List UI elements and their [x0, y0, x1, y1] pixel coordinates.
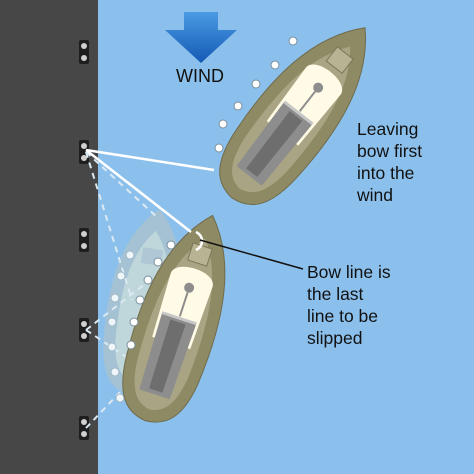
bow-lines: [85, 148, 215, 233]
cleat: [79, 228, 89, 252]
bow-line-note-line: slipped: [307, 328, 363, 348]
wind-arrow-icon: [165, 12, 237, 63]
leaving-boat: [219, 27, 366, 206]
leaving-note-line: Leaving: [357, 119, 419, 139]
callout-pointer: [199, 239, 304, 270]
bow-line-note-line: line to be: [307, 306, 379, 326]
leaving-note-line: bow first: [357, 141, 423, 161]
cleat: [79, 40, 89, 64]
bow-line-note-line: Bow line is: [307, 262, 391, 282]
bow-line-note: Bow line is the last line to be slipped: [307, 261, 391, 349]
leaving-note-line: wind: [357, 185, 393, 205]
cleat: [79, 318, 89, 342]
wind-label: WIND: [176, 66, 224, 86]
leaving-note-line: into the: [357, 163, 415, 183]
ghost-fenders: [107, 250, 135, 403]
leaving-note: Leaving bow first into the wind: [357, 118, 422, 206]
departing-boat: [122, 214, 226, 423]
cleat: [79, 416, 89, 440]
bow-line-note-line: the last: [307, 284, 364, 304]
departing-boat-fenders: [126, 240, 176, 350]
leaving-boat-fenders: [214, 36, 298, 153]
cleat: [79, 140, 89, 164]
ghost-dock-lines: [85, 151, 159, 429]
dock-cleats: [79, 40, 89, 440]
